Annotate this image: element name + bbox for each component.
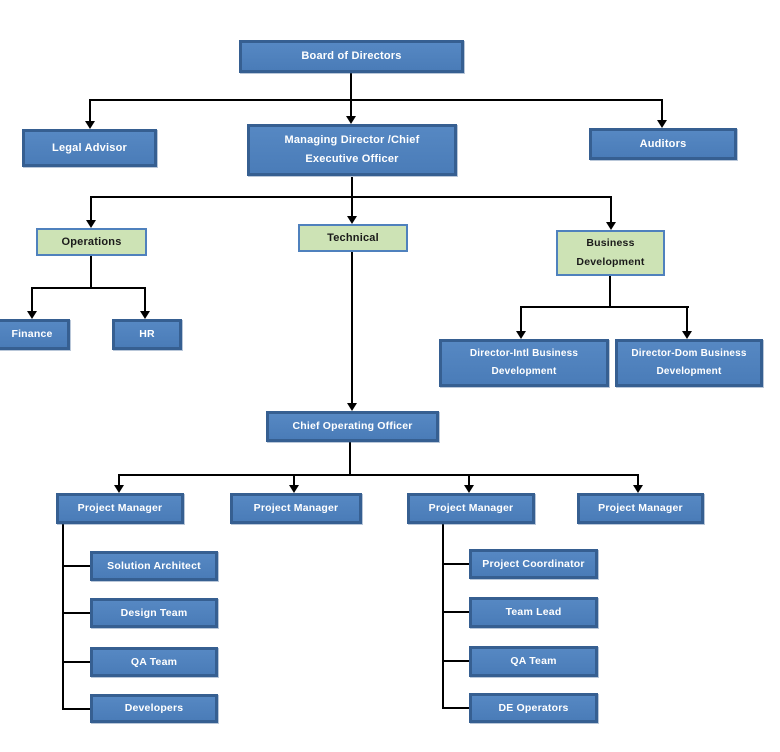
org-node-director-intl-business-development: Director-Intl Business Development [439, 339, 609, 387]
org-node-project-coordinator: Project Coordinator [469, 549, 598, 579]
connector-arrowhead [346, 116, 356, 124]
connector-arrowhead [27, 311, 37, 319]
org-node-finance: Finance [0, 319, 70, 350]
org-node-qa-team-1: QA Team [90, 647, 218, 677]
org-node-director-dom-business-development: Director-Dom Business Development [615, 339, 763, 387]
connector-line [468, 474, 470, 485]
connector-arrowhead [347, 216, 357, 224]
org-node-operations: Operations [36, 228, 147, 256]
org-node-de-operators: DE Operators [469, 693, 598, 723]
connector-line [89, 99, 663, 101]
org-node-auditors: Auditors [589, 128, 737, 160]
connector-arrowhead [657, 120, 667, 128]
org-node-project-manager-4: Project Manager [577, 493, 704, 524]
connector-line [520, 306, 522, 331]
connector-arrowhead [606, 222, 616, 230]
connector-line [686, 306, 688, 331]
connector-line [351, 252, 353, 403]
org-node-hr: HR [112, 319, 182, 350]
connector-line [62, 612, 90, 614]
connector-line [62, 708, 90, 710]
org-node-chief-operating-officer: Chief Operating Officer [266, 411, 439, 442]
org-node-business-development: Business Development [556, 230, 665, 276]
connector-line [349, 442, 351, 475]
connector-line [350, 73, 352, 100]
connector-line [442, 563, 469, 565]
connector-line [144, 287, 146, 311]
connector-arrowhead [85, 121, 95, 129]
org-node-board-of-directors: Board of Directors [239, 40, 464, 73]
connector-arrowhead [464, 485, 474, 493]
connector-line [609, 276, 611, 308]
connector-arrowhead [140, 311, 150, 319]
org-node-solution-architect: Solution Architect [90, 551, 218, 581]
connector-arrowhead [114, 485, 124, 493]
connector-line [442, 611, 469, 613]
connector-line [351, 177, 353, 197]
org-node-legal-advisor: Legal Advisor [22, 129, 157, 167]
connector-line [520, 306, 689, 308]
connector-arrowhead [516, 331, 526, 339]
org-node-developers: Developers [90, 694, 218, 723]
connector-line [118, 474, 120, 485]
connector-line [293, 474, 295, 485]
connector-arrowhead [347, 403, 357, 411]
connector-arrowhead [289, 485, 299, 493]
connector-line [350, 99, 352, 116]
connector-arrowhead [682, 331, 692, 339]
org-node-project-manager-1: Project Manager [56, 493, 184, 524]
connector-line [62, 565, 90, 567]
connector-line [610, 196, 612, 222]
org-node-design-team: Design Team [90, 598, 218, 628]
connector-line [89, 99, 91, 121]
connector-line [442, 524, 444, 709]
org-node-team-lead: Team Lead [469, 597, 598, 628]
org-node-managing-director: Managing Director /Chief Executive Offic… [247, 124, 457, 176]
org-node-project-manager-2: Project Manager [230, 493, 362, 524]
connector-line [90, 256, 92, 289]
connector-line [118, 474, 639, 476]
connector-arrowhead [86, 220, 96, 228]
org-node-project-manager-3: Project Manager [407, 493, 535, 524]
org-node-qa-team-2: QA Team [469, 646, 598, 677]
connector-line [62, 524, 64, 710]
connector-line [351, 196, 353, 216]
connector-line [62, 661, 90, 663]
org-node-technical: Technical [298, 224, 408, 252]
connector-line [90, 196, 92, 220]
connector-line [442, 660, 469, 662]
connector-line [31, 287, 33, 311]
connector-line [661, 99, 663, 120]
connector-line [637, 474, 639, 485]
connector-line [31, 287, 146, 289]
connector-arrowhead [633, 485, 643, 493]
connector-line [442, 707, 469, 709]
